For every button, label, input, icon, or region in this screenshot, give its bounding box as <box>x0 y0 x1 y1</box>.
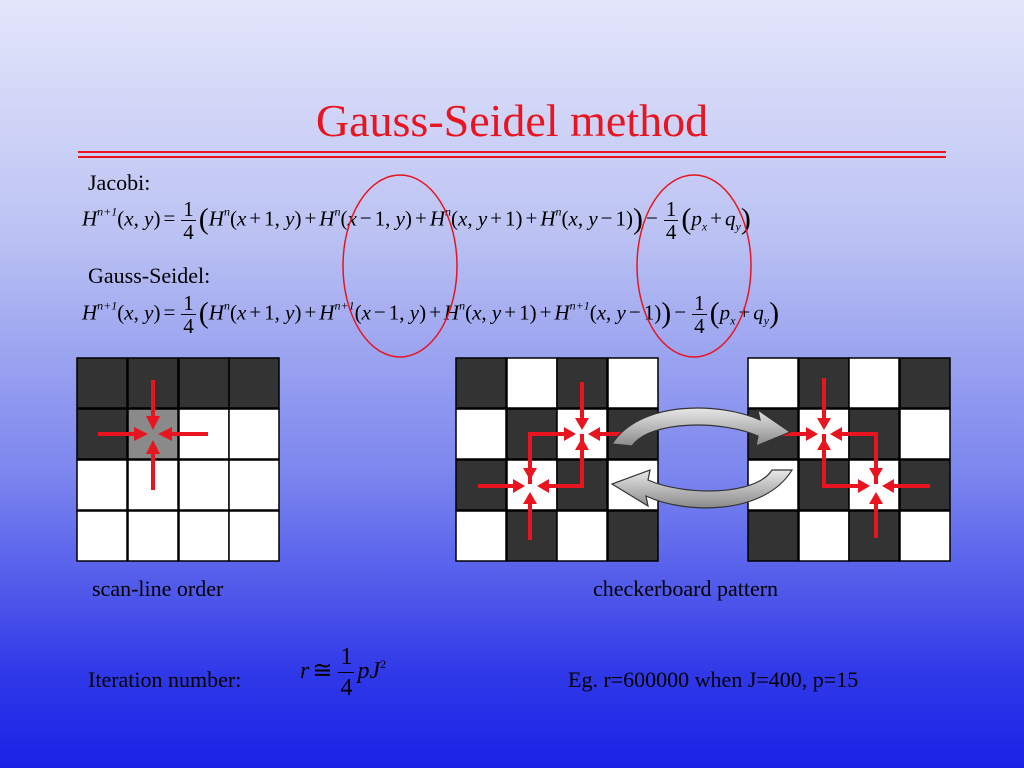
cycle-arrow-top <box>610 407 792 447</box>
highlight-ellipse-left <box>342 174 458 358</box>
iteration-label: Iteration number: <box>88 667 242 692</box>
checkerboard-grid-1 <box>455 357 659 562</box>
checkerboard-arrows-2 <box>772 378 930 538</box>
scan-line-grid <box>76 357 280 562</box>
highlight-ellipse-right <box>636 174 752 358</box>
checkerboard-grid-2 <box>747 357 951 562</box>
slide-title: Gauss-Seidel method <box>315 95 709 146</box>
title-rule-bottom <box>78 156 946 158</box>
scan-line-caption: scan-line order <box>92 576 224 601</box>
cycle-arrow-bottom <box>610 469 794 509</box>
checkerboard-arrows-1 <box>478 382 628 540</box>
checkerboard-caption: checkerboard pattern <box>593 576 779 601</box>
title-rule-top <box>78 151 946 153</box>
example-text: Eg. r=600000 when J=400, p=15 <box>568 667 859 692</box>
gauss-seidel-label: Gauss-Seidel: <box>88 263 211 288</box>
scan-line-arrows <box>98 380 208 490</box>
jacobi-label: Jacobi: <box>88 170 151 195</box>
